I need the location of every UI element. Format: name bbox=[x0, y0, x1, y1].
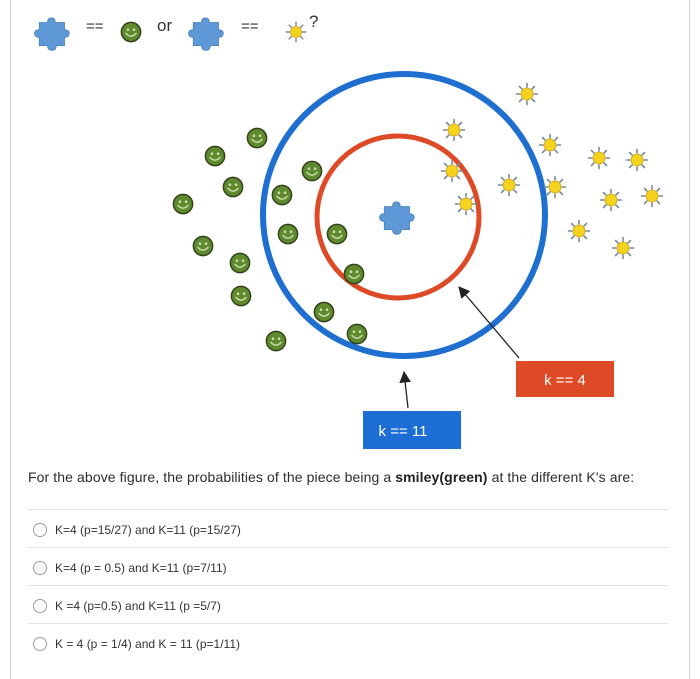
or-text: or bbox=[157, 16, 172, 35]
knn-figure: == or == ? k == 4 k == 11 bbox=[34, 12, 664, 449]
answer-option-label: K = 4 (p = 1/4) and K = 11 (p=1/11) bbox=[55, 636, 241, 651]
smiley-icon bbox=[343, 263, 365, 285]
radio-button[interactable] bbox=[33, 598, 47, 613]
answer-option[interactable]: K=4 (p = 0.5) and K=11 (p=7/11) bbox=[28, 547, 668, 585]
smiley-icon bbox=[301, 160, 323, 182]
smiley-icon bbox=[120, 21, 142, 43]
answer-option-label: K=4 (p=15/27) and K=11 (p=15/27) bbox=[55, 522, 241, 537]
sun-icon bbox=[538, 133, 562, 157]
sun-icon bbox=[587, 146, 611, 170]
k4-circle bbox=[314, 133, 482, 301]
radio-button[interactable] bbox=[33, 560, 47, 575]
sun-icon bbox=[440, 159, 464, 183]
question-text-after: at the different K's are: bbox=[487, 469, 635, 485]
puzzle-piece-icon bbox=[34, 17, 70, 51]
sun-icon bbox=[567, 219, 591, 243]
sun-icon bbox=[497, 173, 521, 197]
smiley-icon bbox=[192, 235, 214, 257]
query-puzzle-piece-icon bbox=[379, 201, 415, 235]
answer-option[interactable]: K=4 (p=15/27) and K=11 (p=15/27) bbox=[28, 509, 668, 547]
question-frame bbox=[10, 0, 690, 679]
puzzle-piece-icon bbox=[188, 17, 224, 51]
smiley-icon bbox=[326, 223, 348, 245]
smiley-icon bbox=[265, 330, 287, 352]
k11-arrow bbox=[399, 370, 411, 409]
answer-option[interactable]: K =4 (p=0.5) and K=11 (p =5/7) bbox=[28, 585, 668, 623]
sun-icon bbox=[285, 21, 307, 43]
question-text-bold: smiley(green) bbox=[395, 469, 488, 485]
k11-label: k == 11 bbox=[379, 423, 428, 440]
smiley-icon bbox=[204, 145, 226, 167]
smiley-icon bbox=[313, 301, 335, 323]
question-mark: ? bbox=[309, 12, 318, 31]
k4-label: k == 4 bbox=[544, 372, 586, 389]
smiley-icon bbox=[229, 252, 251, 274]
sun-icon bbox=[611, 236, 635, 260]
smiley-icon bbox=[277, 223, 299, 245]
answer-option-label: K =4 (p=0.5) and K=11 (p =5/7) bbox=[55, 598, 221, 613]
question-text: For the above figure, the probabilities … bbox=[28, 469, 668, 485]
answer-options: K=4 (p=15/27) and K=11 (p=15/27) K=4 (p … bbox=[28, 509, 668, 661]
smiley-icon bbox=[172, 193, 194, 215]
radio-button[interactable] bbox=[33, 636, 47, 651]
answer-option-label: K=4 (p = 0.5) and K=11 (p=7/11) bbox=[55, 560, 227, 575]
equals-sign: == bbox=[241, 18, 259, 35]
radio-button[interactable] bbox=[33, 522, 47, 537]
sun-icon bbox=[599, 188, 623, 212]
smiley-icon bbox=[230, 285, 252, 307]
sun-icon bbox=[625, 148, 649, 172]
sun-icon bbox=[515, 82, 539, 106]
sun-icon bbox=[543, 175, 567, 199]
question-text-before: For the above figure, the probabilities … bbox=[28, 469, 396, 485]
k4-arrow bbox=[458, 286, 520, 359]
answer-option[interactable]: K = 4 (p = 1/4) and K = 11 (p=1/11) bbox=[28, 623, 668, 661]
smiley-icon bbox=[271, 184, 293, 206]
smiley-icon bbox=[346, 323, 368, 345]
smiley-icon bbox=[222, 176, 244, 198]
k11-circle bbox=[260, 71, 548, 359]
k11-label-box bbox=[363, 411, 461, 449]
smiley-icon bbox=[246, 127, 268, 149]
sun-icon bbox=[442, 118, 466, 142]
sun-icon bbox=[640, 184, 664, 208]
equals-sign: == bbox=[86, 18, 104, 35]
sun-icon bbox=[454, 192, 478, 216]
k4-label-box bbox=[516, 361, 614, 397]
